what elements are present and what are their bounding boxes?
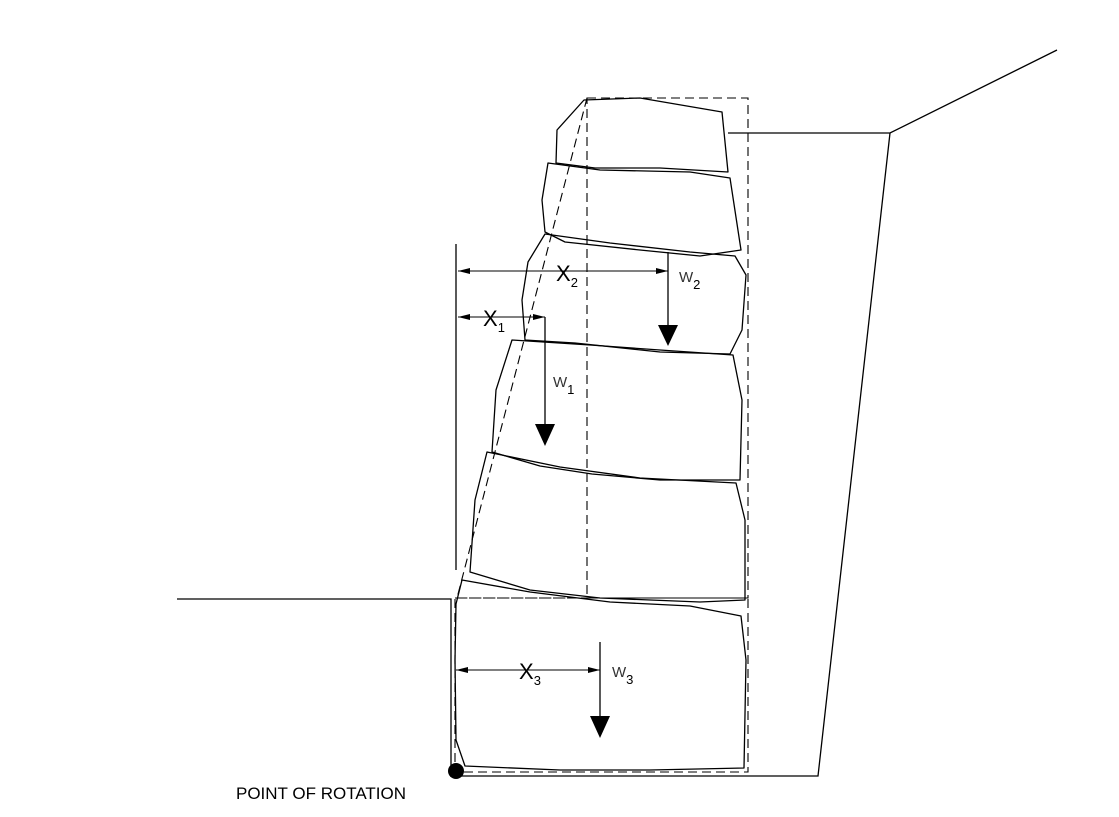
excavation-back-line [456,132,891,777]
w1-label: W1 [553,374,574,397]
stone-base [454,579,747,771]
pivot-label: POINT OF ROTATION [236,784,406,803]
dashed-upper-envelope [586,97,749,599]
stone-course-1 [555,97,729,173]
w2-arrowhead [658,325,678,346]
x3-label: X3 [519,659,541,688]
x2-right-arrowhead [656,268,668,274]
dashed-base-envelope [454,597,749,773]
stone-course-4 [491,339,743,481]
w3-label: W3 [612,664,633,687]
stone-course-5 [469,451,746,603]
stone-course-2 [541,162,742,257]
x2-label: X2 [556,261,578,290]
w3-arrowhead [590,716,610,738]
x3-left-arrowhead [456,667,468,673]
pivot-point-marker [448,763,464,779]
dashed-batter-line [456,97,748,599]
w2-label: W2 [679,269,700,292]
x3-right-arrowhead [588,667,600,673]
stone-course-3 [521,233,747,355]
x1-label: X1 [483,306,505,335]
w1-arrowhead [535,424,555,446]
backfill-slope-line [728,49,1058,134]
front-ground-line [177,598,452,777]
x2-left-arrowhead [458,268,470,274]
x1-left-arrowhead [458,314,470,320]
x1-right-arrowhead [533,314,545,320]
